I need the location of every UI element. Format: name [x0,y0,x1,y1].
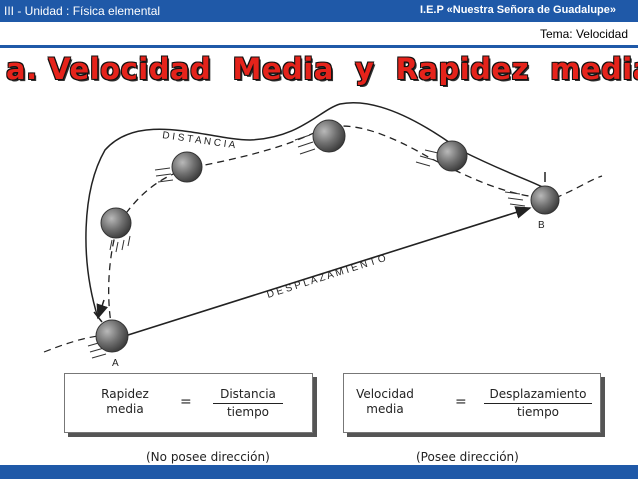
school-name: I.E.P «Nuestra Señora de Guadalupe» [419,4,616,16]
velocity-denominator: tiempo [516,405,560,419]
ball-a [95,319,129,353]
header-divider [0,45,638,48]
footer-bar [0,465,638,479]
topic-label: Tema: Velocidad [539,27,628,41]
ground-path-right [554,175,603,199]
displacement-label: D E S P L A Z A M I E N T O [266,253,388,301]
speed-formula-box: Rapidez media = Distancia tiempo [64,373,313,433]
ball-b [530,185,560,215]
motion-lines [87,134,526,359]
speed-numerator: Distancia [213,387,283,404]
point-b-label: B [538,220,545,231]
ball-3 [171,151,203,183]
motion-diagram: D I S T A N C I A D E S P L A Z A M I E … [43,102,603,369]
velocity-equals: = [455,394,467,410]
slide-title: a. Velocidad Media y Rapidez media [6,52,638,86]
velocity-numerator: Desplazamiento [484,387,592,404]
unit-label: III - Unidad : Física elemental [4,4,161,18]
dashed-path [108,125,546,331]
speed-equals: = [180,394,192,410]
speed-caption: (No posee dirección) [146,450,270,464]
distance-start-tick [93,311,103,323]
velocity-fraction: Desplazamiento tiempo [484,387,592,420]
displacement-arrow [127,206,532,336]
ground-path [43,333,116,353]
velocity-caption: (Posee dirección) [416,450,519,464]
velocity-formula-box: Velocidad media = Desplazamiento tiempo [343,373,601,433]
ball-2 [100,207,132,239]
header-bar: III - Unidad : Física elemental I.E.P «N… [0,0,638,22]
distance-arrow [96,299,108,320]
speed-term: Rapidez media [101,387,149,416]
ball-5 [436,140,468,172]
point-a-label: A [112,358,119,369]
ball-4 [312,119,346,153]
speed-denominator: tiempo [226,405,270,419]
speed-fraction: Distancia tiempo [213,387,283,420]
velocity-term: Velocidad media [356,387,414,416]
